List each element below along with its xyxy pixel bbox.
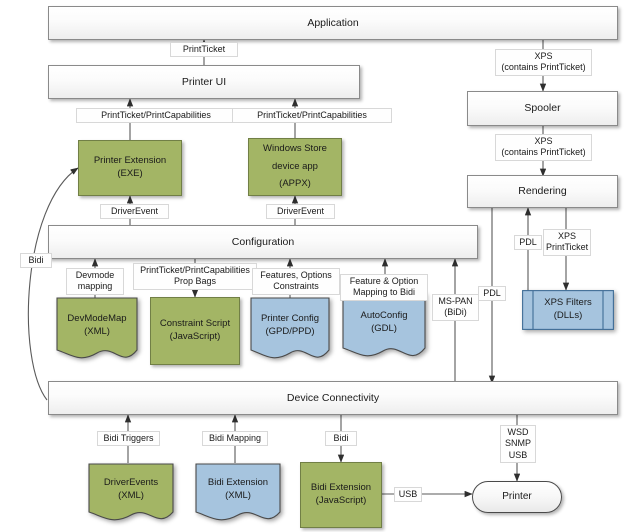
node-devmodemap[interactable]: DevModeMap (XML) — [56, 297, 138, 365]
autoconfig-line2: (GDL) — [371, 323, 397, 334]
predefined-process-shape — [522, 290, 614, 330]
band-configuration-label: Configuration — [231, 235, 295, 248]
edge-label-xps-printticket: XPS PrintTicket — [543, 229, 591, 256]
edge-label-usb: USB — [394, 487, 422, 503]
printer-config-line1: Printer Config — [260, 313, 320, 325]
band-device-connectivity-label: Device Connectivity — [286, 391, 380, 404]
node-constraint-script[interactable]: Constraint Script (JavaScript) — [150, 297, 240, 365]
band-configuration[interactable]: Configuration — [48, 225, 478, 259]
driverevents-labels: DriverEvents (XML) — [88, 477, 174, 513]
driverevents-line2: (XML) — [118, 490, 144, 501]
node-autoconfig[interactable]: AutoConfig (GDL) — [342, 292, 426, 364]
edge-label-bidi-left: Bidi — [20, 253, 52, 269]
document-shape — [342, 292, 426, 357]
node-printer-extension[interactable]: Printer Extension (EXE) — [78, 140, 182, 196]
bidi-extension-js-line1: Bidi Extension — [310, 482, 372, 494]
bidi-extension-xml-labels: Bidi Extension (XML) — [195, 477, 281, 513]
edge-label-wsd-snmp-usb: WSD SNMP USB — [500, 425, 536, 463]
devmodemap-line2: (XML) — [84, 326, 110, 337]
xps-filters-labels: XPS Filters (DLLs) — [522, 297, 614, 323]
printer-label: Printer — [502, 491, 532, 503]
band-rendering[interactable]: Rendering — [467, 175, 618, 208]
printer-config-line2: (GPD/PPD) — [265, 326, 315, 337]
devmodemap-labels: DevModeMap (XML) — [56, 313, 138, 349]
bidi-extension-xml-line1: Bidi Extension — [207, 477, 269, 489]
band-application-label: Application — [307, 16, 359, 29]
node-bidi-extension-javascript[interactable]: Bidi Extension (JavaScript) — [300, 462, 382, 528]
edge-label-prop-bags: PrintTicket/PrintCapabilities Prop Bags — [133, 263, 257, 290]
band-spooler[interactable]: Spooler — [467, 91, 618, 126]
document-shape — [250, 297, 330, 359]
printer-extension-line2: (EXE) — [117, 168, 143, 179]
band-spooler-label: Spooler — [524, 102, 561, 115]
edge-label-bidi-triggers: Bidi Triggers — [97, 431, 160, 447]
node-driverevents[interactable]: DriverEvents (XML) — [88, 463, 174, 527]
band-printer-ui[interactable]: Printer UI — [48, 65, 360, 99]
edge-label-xps-contains-printticket-1: XPS (contains PrintTicket) — [495, 49, 592, 76]
band-printer-ui-label: Printer UI — [181, 75, 227, 88]
edge-label-bidi-mapping: Bidi Mapping — [202, 431, 268, 447]
edge-label-print-ticket: PrintTicket — [170, 42, 238, 58]
edge-label-features-options-constraints: Features, Options Constraints — [252, 268, 340, 295]
edge-label-xps-contains-printticket-2: XPS (contains PrintTicket) — [495, 134, 592, 161]
band-application[interactable]: Application — [48, 6, 618, 40]
xps-filters-line2: (DLLs) — [553, 310, 583, 321]
bidi-extension-xml-line2: (XML) — [225, 490, 251, 501]
document-shape — [195, 463, 281, 521]
edge-label-driverevent-left: DriverEvent — [100, 204, 169, 220]
devmodemap-line1: DevModeMap — [67, 313, 127, 325]
windows-store-line2: device app — [272, 160, 318, 172]
node-xps-filters[interactable]: XPS Filters (DLLs) — [522, 290, 614, 330]
windows-store-line3: (APPX) — [279, 177, 311, 189]
node-printer[interactable]: Printer — [472, 481, 562, 513]
constraint-script-line2: (JavaScript) — [169, 331, 221, 342]
band-rendering-label: Rendering — [518, 185, 567, 198]
edge-label-printticket-printcapabilities-right: PrintTicket/PrintCapabilities — [232, 108, 392, 124]
band-device-connectivity[interactable]: Device Connectivity — [48, 381, 618, 415]
edge-label-pdl-down: PDL — [478, 286, 506, 302]
edge-label-bidi: Bidi — [325, 431, 357, 447]
edge-label-pdl-render: PDL — [514, 235, 542, 251]
edge-label-feature-option-mapping: Feature & Option Mapping to Bidi — [340, 274, 428, 301]
printer-extension-line1: Printer Extension — [93, 155, 167, 167]
edge-label-driverevent-right: DriverEvent — [266, 204, 335, 220]
edge-label-devmode-mapping: Devmode mapping — [66, 268, 124, 295]
autoconfig-line1: AutoConfig — [360, 310, 408, 322]
edge-label-printticket-printcapabilities-left: PrintTicket/PrintCapabilities — [76, 108, 236, 124]
node-bidi-extension-xml[interactable]: Bidi Extension (XML) — [195, 463, 281, 527]
document-shape — [56, 297, 138, 359]
document-shape — [88, 463, 174, 521]
bidi-extension-js-line2: (JavaScript) — [315, 495, 367, 506]
xps-filters-line1: XPS Filters — [544, 297, 592, 309]
node-printer-config[interactable]: Printer Config (GPD/PPD) — [250, 297, 330, 365]
autoconfig-labels: AutoConfig (GDL) — [342, 310, 426, 346]
node-windows-store-device-app[interactable]: Windows Store device app (APPX) — [248, 138, 342, 196]
edge-label-ms-pan: MS-PAN (BiDi) — [432, 294, 479, 321]
constraint-script-line1: Constraint Script — [159, 318, 231, 330]
windows-store-line1: Windows Store — [263, 143, 327, 155]
driverevents-line1: DriverEvents — [103, 477, 159, 489]
printer-config-labels: Printer Config (GPD/PPD) — [250, 313, 330, 349]
